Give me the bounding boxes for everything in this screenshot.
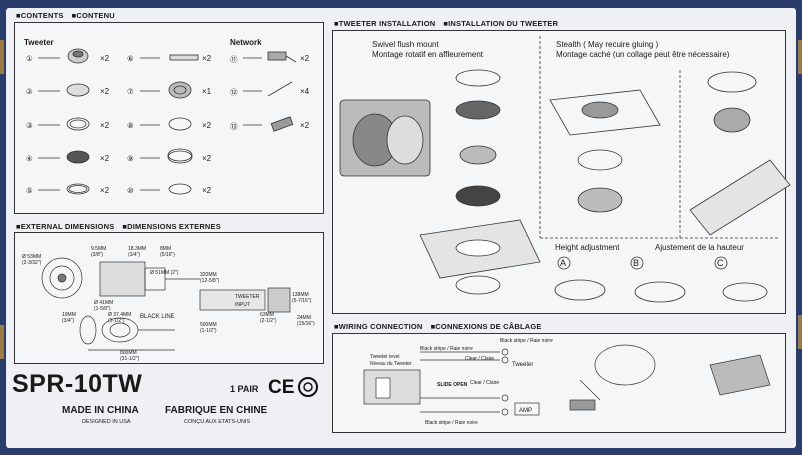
tweeter-level-label: Tweeter level [370, 354, 400, 360]
item-qty: ×2 [100, 154, 110, 163]
item-number: ⑧ [127, 121, 134, 130]
dim-label: 24MM(15/16") [297, 315, 315, 327]
item-qty: ×2 [300, 54, 310, 63]
item-qty: ×2 [100, 186, 110, 195]
wire-label: Clear / Claire [470, 380, 500, 386]
height-adjustment-en: Height adjustment [555, 243, 620, 252]
height-option-a: A [560, 258, 567, 268]
wiring-heading: ■WIRING CONNECTION■CONNEXIONS DE CÂBLAGE [334, 322, 542, 331]
item-qty: ×2 [202, 154, 212, 163]
item-qty: ×2 [202, 121, 212, 130]
item-number: ⑫ [230, 88, 238, 97]
height-option-c: C [717, 258, 724, 268]
tweeter-label: Tweeter [24, 38, 54, 47]
dim-label: 320MM(12-5/8") [200, 272, 220, 284]
installation-heading: ■TWEETER INSTALLATION■INSTALLATION DU TW… [334, 19, 559, 28]
dim-label: Ø 37.4MM(1-1/2") [108, 312, 132, 324]
dim-label: 9.5MM(3/8") [91, 246, 107, 258]
height-adjustment-fr: Ajustement de la hauteur [655, 243, 744, 252]
model-name: SPR-10TW [12, 370, 143, 398]
black-line-label: BLACK LINE [140, 314, 175, 320]
designed-in-en: DESIGNED IN USA [82, 419, 131, 425]
dim-label: Ø 53MM(2-3/32") [22, 254, 42, 266]
dimensions-heading: ■EXTERNAL DIMENSIONS■DIMENSIONS EXTERNES [16, 222, 221, 231]
binder-clip [0, 325, 4, 359]
item-number: ⑪ [230, 55, 238, 64]
stealth-mount-title: Stealth ( May recuire gluing )Montage ca… [556, 40, 730, 59]
item-qty: ×2 [100, 54, 110, 63]
dim-label: 138MM(5-7/16") [292, 292, 312, 304]
contents-heading: ■CONTENTS■CONTENU [16, 11, 115, 20]
dim-label: 800MM(31-1/2") [120, 350, 140, 362]
amp-label: AMP [519, 408, 533, 414]
item-number: ⑩ [127, 186, 134, 195]
item-qty: ×2 [202, 186, 212, 195]
wire-label: Black stripe / Raie noire [420, 346, 473, 352]
item-number: ② [26, 87, 33, 96]
dim-label: 19MM(3/4") [62, 312, 76, 324]
item-number: ① [26, 54, 33, 63]
dim-label: 500MM(1-1/2") [200, 322, 217, 334]
ce-mark-logo: CE [268, 377, 318, 398]
dim-label: 8MM(5/16") [160, 246, 175, 258]
item-number: ⑦ [127, 87, 134, 96]
item-number: ⑬ [230, 122, 238, 131]
network-label: Network [230, 38, 262, 47]
dim-label: 63MM(2-1/2") [260, 312, 277, 324]
dim-label: 18.3MM(3/4") [128, 246, 147, 258]
item-number: ③ [26, 121, 33, 130]
item-qty: ×2 [100, 121, 110, 130]
tweeter-level-label-fr: Niveau du Tweeter [370, 361, 412, 367]
pair-label: 1 PAIR [230, 384, 259, 394]
item-qty: ×4 [300, 87, 310, 96]
slide-open-label: SLIDE OPEN [437, 382, 468, 388]
item-number: ⑤ [26, 186, 33, 195]
made-in-en: MADE IN CHINA [62, 405, 139, 416]
wire-label: Black stripe / Raie noire [425, 420, 478, 426]
item-number: ④ [26, 154, 33, 163]
dim-label: Ø 41MM(1-5/8") [94, 300, 114, 312]
dim-label: TWEETER [235, 294, 260, 300]
binder-clip [0, 40, 4, 74]
made-in-fr: FABRIQUE EN CHINE [165, 405, 268, 416]
wire-label: Black stripe / Raie noire [500, 338, 553, 344]
item-qty: ×1 [202, 87, 212, 96]
binder-clip [798, 315, 802, 349]
wire-label: Clear / Claire [465, 356, 495, 362]
binder-clip [798, 40, 802, 74]
item-number: ⑨ [127, 154, 134, 163]
height-option-b: B [633, 258, 640, 268]
item-number: ⑥ [127, 54, 134, 63]
dim-label: Ø 51MM (2") [150, 270, 179, 276]
tweeter-output-label: Tweeter [512, 362, 534, 368]
item-qty: ×2 [202, 54, 212, 63]
svg-text:CE: CE [268, 377, 294, 398]
dim-label: INPUT [235, 302, 250, 308]
designed-in-fr: CONÇU AUX ETATS-UNIS [184, 419, 251, 425]
item-qty: ×2 [100, 87, 110, 96]
item-qty: ×2 [300, 121, 310, 130]
